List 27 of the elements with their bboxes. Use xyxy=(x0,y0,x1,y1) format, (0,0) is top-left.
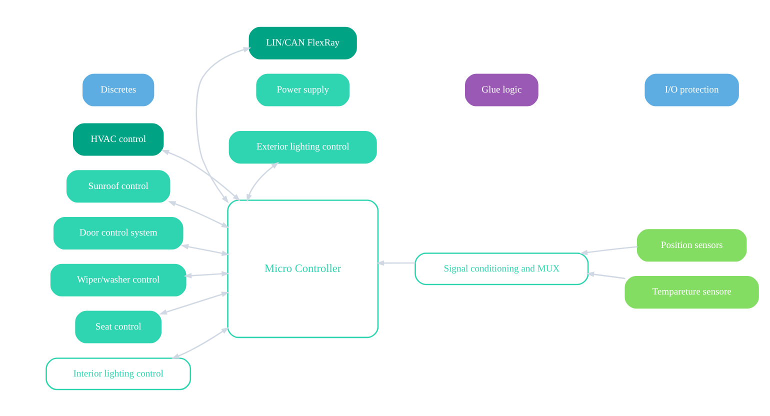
node-box: Glue logic xyxy=(465,73,538,106)
arrow xyxy=(159,291,230,314)
node-box: Interior lighting control xyxy=(46,357,192,390)
node-box: Door control system xyxy=(53,216,184,250)
arrow xyxy=(580,246,638,255)
node-box: Power supply xyxy=(256,73,350,106)
arrow xyxy=(246,161,280,202)
node-box: Position sensors xyxy=(636,228,747,262)
node-box: Discretes xyxy=(82,73,154,106)
node-box: LIN/CAN FlexRay xyxy=(248,26,357,59)
node-box: Micro Controller xyxy=(227,199,379,338)
arrow xyxy=(171,326,230,358)
node-box: Tempareture sensore xyxy=(624,276,759,308)
node-box: Exterior lighting control xyxy=(228,130,377,164)
node-box: Seat control xyxy=(75,310,162,343)
node-box: Sunroof control xyxy=(66,170,170,202)
node-box: Signal conditioning and MUX xyxy=(414,252,589,285)
arrow xyxy=(376,260,416,266)
node-box: HVAC control xyxy=(73,122,164,156)
node-box: I/O protection xyxy=(644,73,739,106)
arrow xyxy=(168,200,230,228)
arrow xyxy=(161,149,240,201)
arrow xyxy=(196,46,252,203)
arrow xyxy=(184,270,230,278)
arrow xyxy=(586,271,626,279)
arrow xyxy=(180,244,230,256)
node-box: Wiper/washer control xyxy=(50,263,186,296)
